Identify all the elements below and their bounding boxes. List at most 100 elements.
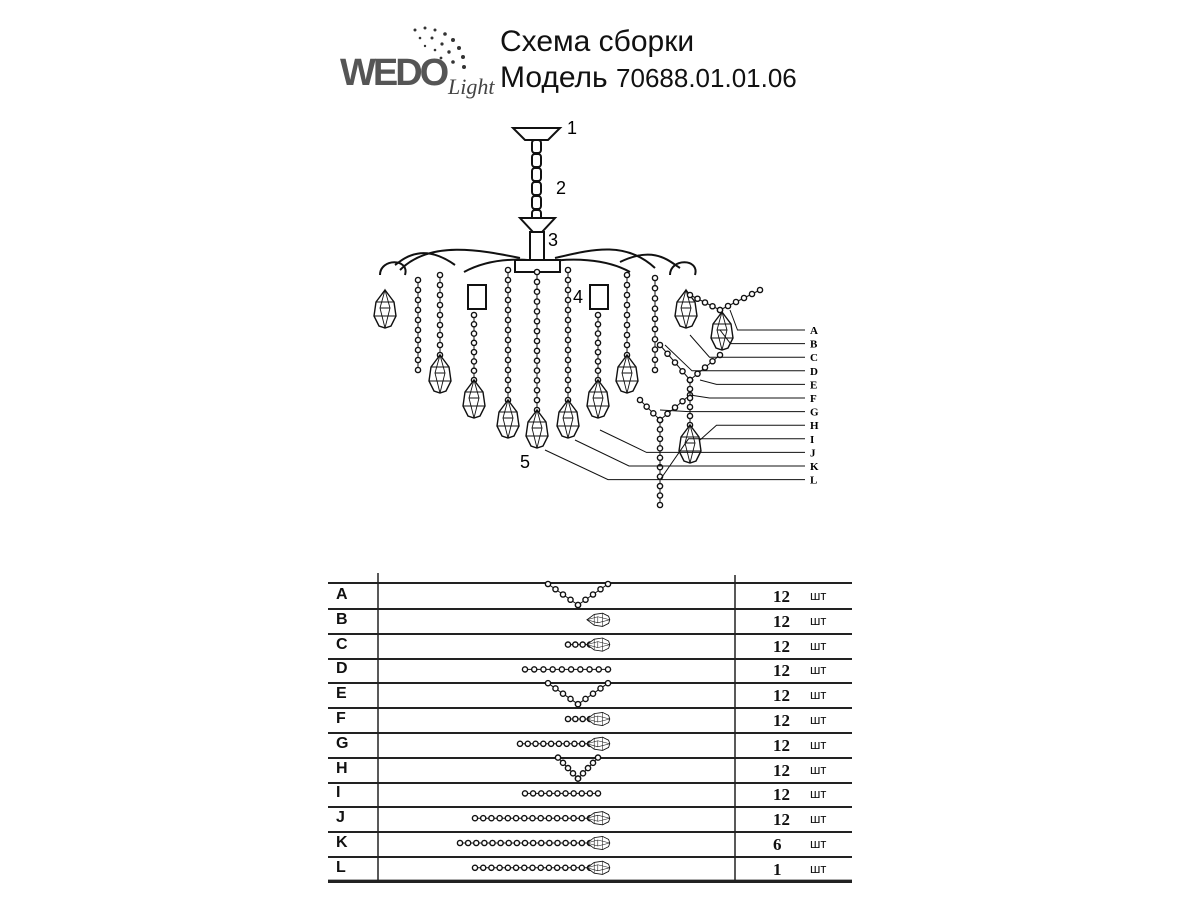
callout-number-4: 4	[573, 287, 583, 307]
bead	[504, 326, 512, 334]
bead	[414, 366, 422, 374]
bead	[533, 347, 541, 355]
bead	[533, 298, 541, 305]
callout-label-c: C	[810, 352, 818, 364]
bead	[533, 386, 541, 394]
callout-label-b: B	[810, 339, 818, 351]
bead	[656, 426, 664, 433]
part-unit: шт	[810, 687, 827, 703]
callout-leader	[699, 379, 805, 385]
bead	[651, 325, 659, 333]
bead	[656, 445, 664, 452]
callout-leader	[664, 344, 805, 372]
bead	[671, 359, 679, 366]
callout-leader	[544, 449, 805, 481]
bead	[504, 296, 512, 304]
bead	[533, 288, 541, 296]
bead	[564, 386, 572, 394]
bead	[414, 336, 422, 344]
bead	[651, 356, 659, 364]
bead	[594, 339, 602, 347]
lamp-holder	[589, 284, 609, 310]
bead	[564, 336, 572, 344]
part-qty: 12	[773, 636, 790, 656]
callout-leader	[689, 394, 805, 399]
part-qty: 12	[773, 760, 790, 780]
callout-leader	[659, 409, 805, 413]
model-label: Модель	[500, 61, 608, 94]
part-label: B	[336, 610, 348, 628]
bead	[651, 295, 659, 302]
bead	[414, 276, 422, 284]
part-label: I	[336, 784, 341, 802]
part-label: A	[336, 586, 348, 603]
bead	[594, 320, 602, 328]
part-label: J	[336, 809, 345, 827]
bead	[414, 326, 422, 334]
part-unit: шт	[810, 637, 827, 653]
bead	[564, 326, 572, 334]
bead	[533, 278, 541, 286]
bead	[436, 281, 444, 289]
crystal-pendant	[428, 353, 452, 394]
callout-label-k: K	[810, 461, 819, 473]
bead	[414, 286, 422, 294]
chain-link	[531, 167, 542, 182]
bead	[623, 311, 631, 319]
model-number: 70688.01.01.06	[616, 63, 797, 93]
bead	[436, 341, 444, 349]
bead	[470, 320, 478, 328]
bead	[504, 266, 512, 274]
bead	[664, 350, 671, 358]
callout-label-i: I	[810, 434, 814, 446]
bead	[656, 435, 664, 443]
part-label: H	[336, 759, 348, 777]
bead	[414, 296, 422, 304]
crystal-pendant	[678, 423, 702, 464]
bead	[656, 463, 664, 471]
bead	[533, 327, 541, 335]
bead	[623, 321, 631, 329]
crystal-pendant	[373, 288, 397, 329]
part-qty: 12	[773, 587, 790, 606]
part-label: K	[336, 834, 348, 851]
part-unit: шт	[810, 836, 827, 851]
crystal-pendant	[586, 378, 610, 419]
bead	[436, 301, 444, 309]
part-unit: шт	[810, 761, 827, 777]
callout-number-3: 3	[548, 230, 558, 250]
callout-label-e: E	[810, 379, 817, 391]
bead	[436, 321, 444, 329]
bead	[414, 356, 422, 364]
bead	[709, 302, 716, 310]
bead	[651, 305, 659, 312]
bead	[436, 291, 444, 299]
bead	[564, 306, 572, 314]
callout-leader	[574, 439, 805, 467]
bead	[470, 358, 478, 365]
bead	[664, 410, 671, 418]
bead	[594, 367, 602, 375]
bead	[748, 290, 756, 298]
bead	[671, 404, 679, 411]
bead	[623, 271, 631, 279]
part-qty: 12	[773, 810, 790, 830]
bead	[504, 306, 512, 314]
chain-link	[531, 153, 542, 168]
part-unit: шт	[810, 588, 827, 603]
bead	[436, 311, 444, 319]
table-row: H 12 шт	[328, 757, 852, 784]
bead	[694, 295, 701, 303]
part-qty: 12	[773, 785, 790, 805]
arm-curve	[399, 248, 656, 271]
bead	[533, 337, 541, 345]
chain-link	[531, 139, 542, 154]
bead	[470, 339, 478, 347]
bead	[656, 454, 664, 462]
bead	[533, 357, 541, 365]
